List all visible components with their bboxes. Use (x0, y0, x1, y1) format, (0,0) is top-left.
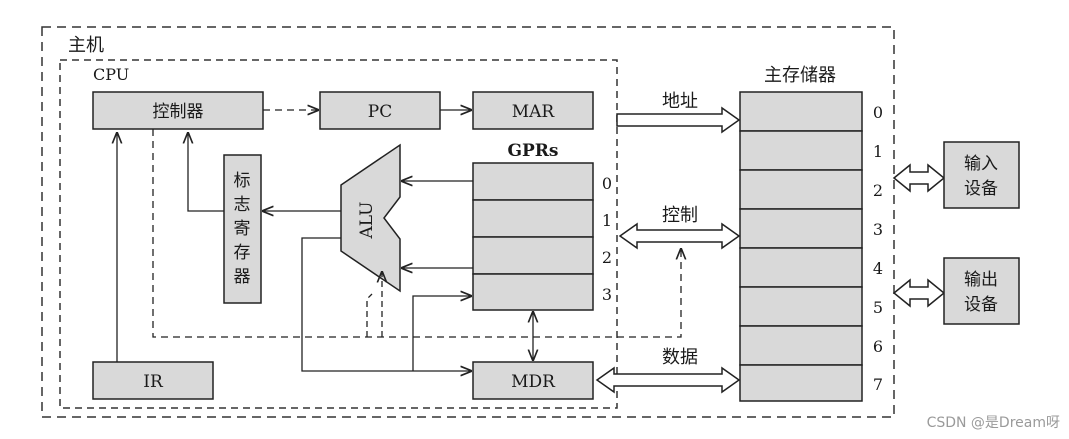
memory-index: 3 (873, 220, 883, 239)
gpr-register (472, 162, 594, 201)
output-device-arrow (892, 278, 946, 308)
watermark: CSDN @是Dream呀 (927, 415, 1060, 431)
flag-char: 志 (234, 195, 251, 215)
input-device-arrow (892, 163, 946, 193)
memory-index: 0 (873, 103, 883, 122)
alu-output-to-mdr (301, 237, 471, 371)
mdr-box (472, 361, 594, 400)
flag-char: 标 (234, 171, 251, 191)
memory-cell (739, 247, 863, 288)
output-device-line: 输出 (964, 270, 998, 290)
alu-shape (340, 143, 401, 293)
gpr-index: 1 (602, 211, 612, 230)
mar-box (472, 91, 594, 130)
flag-char: 器 (234, 267, 251, 287)
memory-index: 4 (873, 259, 883, 278)
memory-cell (739, 208, 863, 249)
controller-label: 控制器 (153, 102, 204, 122)
data-bus-arrow (595, 366, 741, 394)
memory-cell (739, 91, 863, 132)
memory-block (739, 91, 863, 402)
memory-index: 6 (873, 337, 883, 356)
pc-box (319, 91, 441, 130)
memory-cell (739, 286, 863, 327)
ir-box (92, 361, 214, 400)
cpu-label: CPU (93, 65, 129, 84)
gpr-register (472, 199, 594, 238)
input-device-line: 设备 (964, 179, 998, 199)
memory-index: 5 (873, 298, 883, 317)
memory-label: 主存储器 (764, 65, 836, 86)
alu-label: ALU (357, 202, 377, 240)
control-bus-label: 控制 (662, 205, 698, 226)
memory-cell (739, 130, 863, 171)
gpr-index: 0 (602, 174, 612, 193)
gpr-index: 3 (602, 285, 612, 304)
gpr-register (472, 273, 594, 311)
memory-cell (739, 169, 863, 210)
ir-label: IR (143, 372, 164, 392)
mar-label: MAR (512, 102, 556, 122)
gprs-label: GPRs (508, 141, 559, 161)
input-device-box (943, 141, 1020, 209)
mdr-to-gprs-line (412, 296, 471, 371)
memory-index: 7 (873, 375, 883, 394)
input-device-line: 输入 (964, 154, 998, 174)
flag-register-label: 标 志 寄 存 器 (234, 171, 251, 287)
gpr-register (472, 236, 594, 275)
control-signal-line (152, 129, 681, 338)
host-boundary (41, 26, 895, 418)
memory-cell (739, 325, 863, 366)
flags-to-controller-arrow (188, 133, 224, 212)
flag-register-box (223, 154, 262, 304)
output-device-box (943, 257, 1020, 325)
data-bus-label: 数据 (662, 347, 698, 368)
memory-cell (739, 364, 863, 402)
host-label: 主机 (68, 35, 104, 56)
gprs-block (472, 162, 594, 311)
mdr-label: MDR (511, 372, 556, 392)
address-bus-arrow (616, 106, 741, 134)
control-bus-arrow (618, 222, 741, 250)
cpu-boundary (59, 59, 618, 409)
memory-index: 1 (873, 142, 883, 161)
flag-char: 寄 (234, 219, 251, 239)
memory-index: 2 (873, 181, 883, 200)
flag-char: 存 (234, 243, 251, 263)
address-bus-label: 地址 (662, 91, 698, 112)
pc-label: PC (368, 102, 392, 122)
gpr-index: 2 (602, 248, 612, 267)
control-to-alu-dashed (366, 293, 373, 337)
output-device-line: 设备 (964, 295, 998, 315)
